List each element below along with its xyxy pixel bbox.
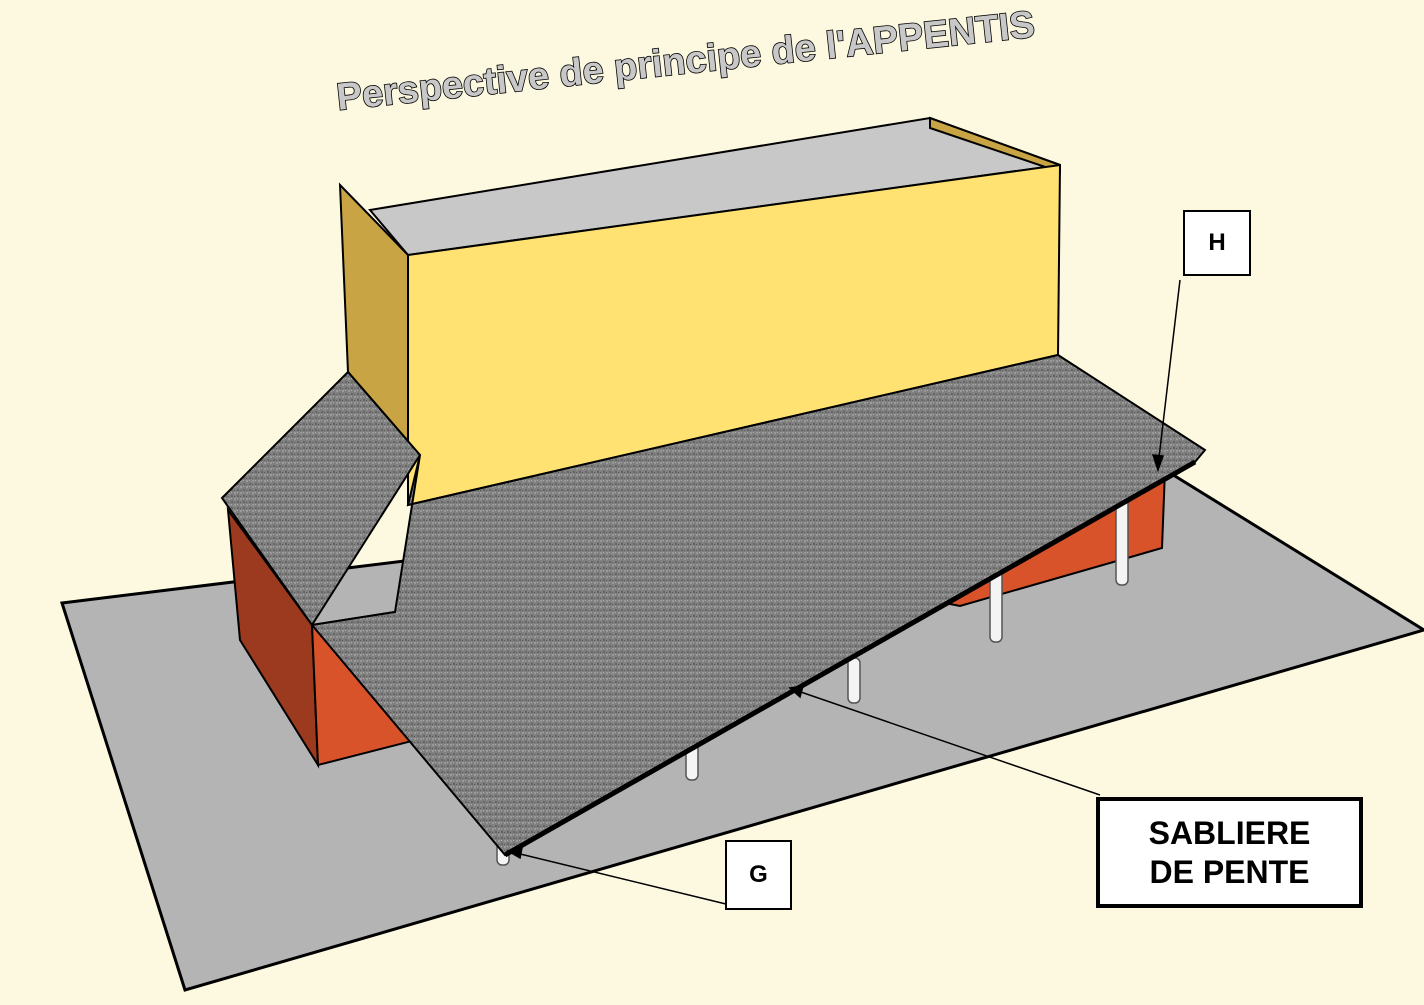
leader-lines xyxy=(505,279,1181,906)
label-sabliere-line1: SABLIERE xyxy=(1148,815,1311,852)
label-sabliere-line2: DE PENTE xyxy=(1149,853,1310,890)
leader-line-sabliere xyxy=(794,689,1101,796)
label-sabliere-de-pente: SABLIERE DE PENTE xyxy=(1096,797,1363,908)
arrowhead-sabliere xyxy=(788,685,805,699)
arrowhead-g xyxy=(505,847,523,860)
post xyxy=(847,657,861,704)
label-g: G xyxy=(725,840,792,910)
post xyxy=(989,569,1003,643)
leader-line-h xyxy=(1157,279,1181,467)
sabliere-de-pente-beam xyxy=(503,459,1197,858)
diagram-title: Perspective de principe de l'APPENTIS xyxy=(335,4,1037,119)
arrowhead-h xyxy=(1151,454,1165,473)
label-h: H xyxy=(1183,210,1251,276)
leader-line-g xyxy=(511,851,731,906)
